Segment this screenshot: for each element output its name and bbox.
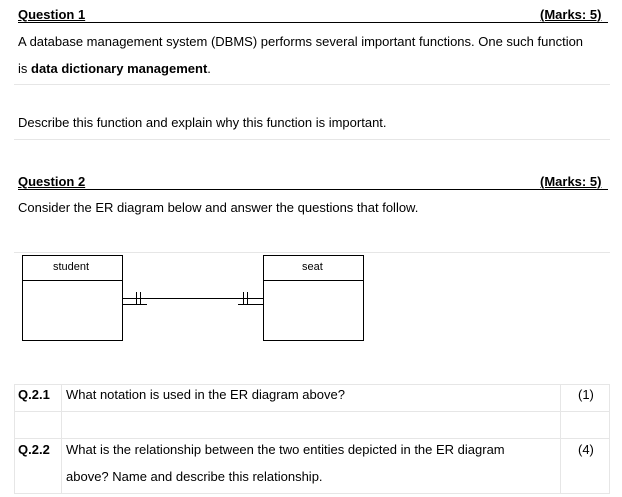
subquestion-2-1-marks: (1) <box>578 387 594 402</box>
cardinality-one-mark <box>136 292 137 304</box>
entity-name: student <box>53 261 90 273</box>
entity-header <box>23 256 122 281</box>
cardinality-one-mark <box>140 292 141 304</box>
subquestion-2-2-text-line2: above? Name and describe this relationsh… <box>66 469 323 484</box>
question-1-title: Question 1 <box>18 7 86 22</box>
subquestion-2-2-marks: (4) <box>578 442 594 457</box>
cardinality-one-mark <box>243 292 244 304</box>
table-gridline <box>14 384 610 385</box>
entity-student: student <box>22 255 123 341</box>
cardinality-stub <box>238 304 263 305</box>
cardinality-one-mark <box>247 292 248 304</box>
question-1-marks: (Marks: 5) <box>540 7 602 22</box>
question-1-text-line1: A database management system (DBMS) perf… <box>18 34 584 49</box>
question-2-intro: Consider the ER diagram below and answer… <box>18 200 419 215</box>
subquestion-2-2-text-line1: What is the relationship between the two… <box>66 442 505 457</box>
table-gridline <box>560 384 561 494</box>
table-gridline <box>14 411 610 412</box>
question-2-rule <box>18 189 608 190</box>
table-gridline <box>609 384 610 494</box>
table-gridline <box>14 493 610 494</box>
question-2-title: Question 2 <box>18 174 86 189</box>
relationship-line <box>123 298 263 299</box>
table-gridline <box>14 384 15 494</box>
question-1-instruction: Describe this function and explain why t… <box>18 115 387 130</box>
entity-name: seat <box>302 261 323 273</box>
cardinality-stub <box>123 304 147 305</box>
question-2-marks: (Marks: 5) <box>540 174 602 189</box>
question-1-keyword: data dictionary management <box>31 61 208 76</box>
table-gridline <box>61 384 62 494</box>
table-gridline <box>14 252 610 253</box>
subquestion-2-1-text: What notation is used in the ER diagram … <box>66 387 345 402</box>
question-1-text-prefix: is <box>18 61 31 76</box>
question-1-text-line2: is data dictionary management. <box>18 61 211 77</box>
question-1-rule <box>18 22 608 23</box>
table-gridline <box>14 438 610 439</box>
entity-header <box>264 256 363 281</box>
subquestion-2-1-number: Q.2.1 <box>18 387 50 402</box>
question-1-text-suffix: . <box>207 61 211 76</box>
subquestion-2-2-number: Q.2.2 <box>18 442 50 457</box>
table-gridline <box>14 84 610 85</box>
entity-seat: seat <box>263 255 364 341</box>
table-gridline <box>14 139 610 140</box>
